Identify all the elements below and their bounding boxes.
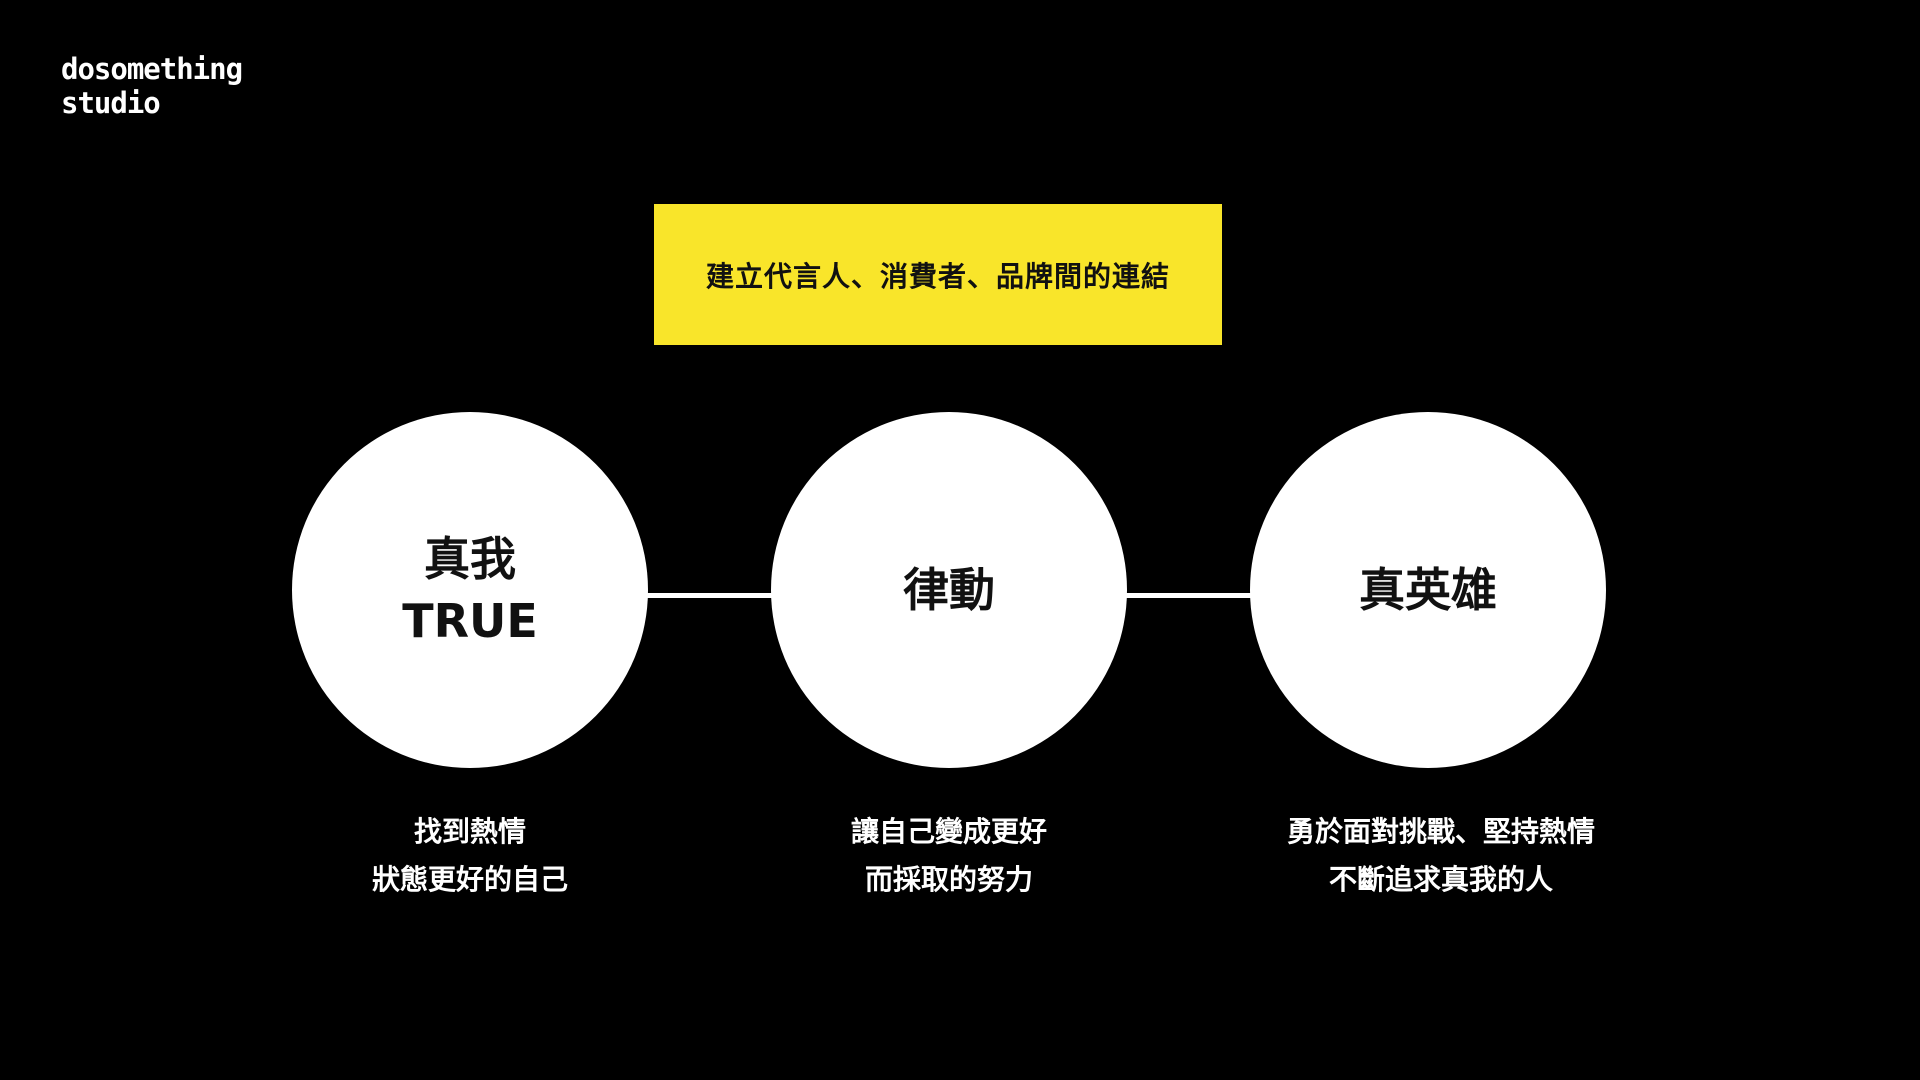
- pillar-title: 真我: [424, 532, 516, 586]
- pillar-caption-true-hero: 勇於面對挑戰、堅持熱情 不斷追求真我的人: [1221, 808, 1661, 904]
- logo-line-2: studio: [61, 86, 161, 120]
- caption-line: 讓自己變成更好: [850, 815, 1047, 848]
- pillar-circle-true-hero: 真英雄: [1250, 412, 1606, 768]
- headline-text: 建立代言人、消費者、品牌間的連結: [705, 259, 1170, 293]
- pillar-caption-rhythm: 讓自己變成更好 而採取的努力: [729, 808, 1169, 904]
- caption-line: 而採取的努力: [864, 863, 1033, 896]
- connector-line-2: [1124, 593, 1251, 598]
- pillar-circle-true-self: 真我 TRUE: [292, 412, 648, 768]
- pillar-caption-true-self: 找到熱情 狀態更好的自己: [250, 808, 690, 904]
- pillar-title-english: TRUE: [402, 594, 538, 648]
- studio-logo: dosomething studio: [61, 52, 243, 120]
- pillar-circle-rhythm: 律動: [771, 412, 1127, 768]
- caption-line: 勇於面對挑戰、堅持熱情: [1286, 815, 1595, 848]
- caption-line: 不斷追求真我的人: [1328, 863, 1553, 896]
- headline-banner: 建立代言人、消費者、品牌間的連結: [654, 204, 1222, 345]
- pillar-title: 律動: [903, 563, 995, 617]
- caption-line: 狀態更好的自己: [371, 863, 568, 896]
- caption-line: 找到熱情: [413, 815, 526, 848]
- pillar-title: 真英雄: [1359, 563, 1497, 617]
- logo-line-1: dosomething: [61, 52, 243, 86]
- connector-line-1: [645, 593, 772, 598]
